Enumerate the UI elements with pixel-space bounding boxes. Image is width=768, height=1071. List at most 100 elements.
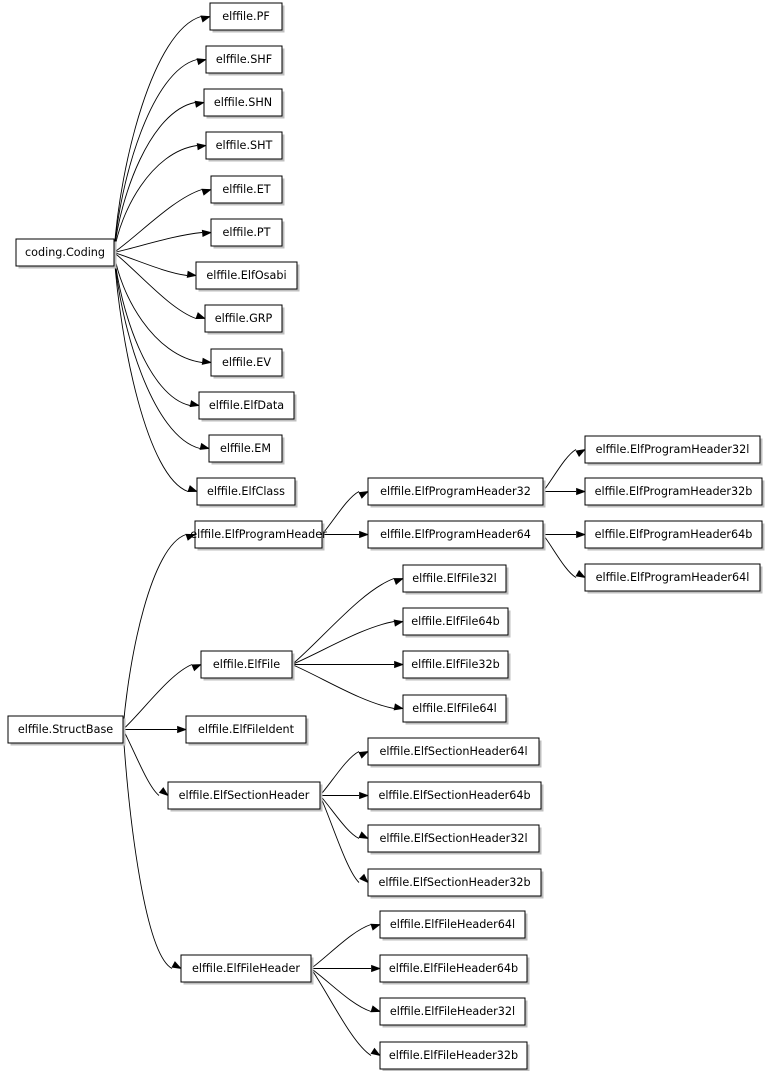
node-elffile-grp[interactable]: elffile.GRP [204, 304, 285, 335]
node-elffile-elf-file-header64l[interactable]: elffile.ElfFileHeader64l [379, 910, 528, 941]
node-elffile-elf-osabi[interactable]: elffile.ElfOsabi [195, 261, 300, 292]
node-elffile-et[interactable]: elffile.ET [210, 175, 285, 206]
node-rect[interactable] [205, 45, 283, 74]
node-elffile-elf-file64l[interactable]: elffile.ElfFile64l [402, 694, 509, 725]
node-rect[interactable] [379, 954, 528, 983]
node-elffile-elf-section-header32l[interactable]: elffile.ElfSectionHeader32l [367, 824, 542, 855]
node-coding-coding[interactable]: coding.Coding [15, 238, 117, 269]
node-rect[interactable] [210, 348, 283, 377]
node-label: elffile.ElfProgramHeader64b [595, 528, 753, 541]
node-elffile-elf-file-ident[interactable]: elffile.ElfFileIdent [185, 715, 309, 746]
node-elffile-elf-class[interactable]: elffile.ElfClass [196, 477, 298, 508]
node-rect[interactable] [185, 715, 307, 744]
node-elffile-elf-program-header32[interactable]: elffile.ElfProgramHeader32 [367, 477, 546, 508]
node-rect[interactable] [198, 391, 295, 420]
node-label: elffile.ElfProgramHeader64l [596, 571, 750, 584]
node-rect[interactable] [379, 1041, 528, 1070]
edge-line [321, 491, 360, 535]
node-elffile-elf-program-header64[interactable]: elffile.ElfProgramHeader64 [367, 520, 546, 551]
edge-elffile-struct-base-to-elffile-elf-file [122, 664, 202, 730]
node-label: elffile.ElfFileHeader64b [389, 962, 518, 975]
node-elffile-elf-file32l[interactable]: elffile.ElfFile32l [402, 564, 509, 595]
edge-line [122, 729, 173, 969]
edge-arrowhead [177, 725, 188, 734]
node-rect[interactable] [584, 477, 763, 506]
node-elffile-elf-file-header32b[interactable]: elffile.ElfFileHeader32b [379, 1041, 530, 1071]
node-elffile-elf-section-header64l[interactable]: elffile.ElfSectionHeader64l [367, 737, 542, 768]
node-rect[interactable] [584, 435, 761, 464]
node-rect[interactable] [203, 88, 283, 117]
node-rect[interactable] [194, 520, 323, 549]
node-elffile-elf-file32b[interactable]: elffile.ElfFile32b [402, 650, 511, 681]
node-elffile-elf-file[interactable]: elffile.ElfFile [200, 650, 295, 681]
node-rect[interactable] [367, 824, 540, 853]
node-elffile-pt[interactable]: elffile.PT [210, 218, 285, 249]
node-elffile-elf-program-header32l[interactable]: elffile.ElfProgramHeader32l [584, 435, 763, 466]
node-elffile-em[interactable]: elffile.EM [208, 434, 285, 465]
node-rect[interactable] [167, 781, 321, 810]
node-elffile-elf-file64b[interactable]: elffile.ElfFile64b [402, 607, 511, 638]
node-rect[interactable] [180, 954, 312, 983]
node-rect[interactable] [208, 434, 283, 463]
node-label: elffile.ElfClass [207, 485, 285, 498]
edge-elffile-elf-program-header-to-elffile-elf-program-header32 [321, 491, 369, 535]
edge-line [113, 252, 203, 363]
node-rect[interactable] [196, 477, 296, 506]
node-rect[interactable] [379, 910, 526, 939]
node-rect[interactable] [7, 715, 124, 744]
node-elffile-elf-section-header[interactable]: elffile.ElfSectionHeader [167, 781, 323, 812]
node-rect[interactable] [195, 261, 298, 290]
node-rect[interactable] [402, 564, 507, 593]
node-elffile-elf-file-header64b[interactable]: elffile.ElfFileHeader64b [379, 954, 530, 985]
node-elffile-shn[interactable]: elffile.SHN [203, 88, 285, 119]
edge-arrowhead [576, 487, 587, 496]
edge-coding-coding-to-elffile-grp [113, 252, 206, 319]
node-elffile-elf-file-header[interactable]: elffile.ElfFileHeader [180, 954, 314, 985]
node-rect[interactable] [210, 218, 283, 247]
node-elffile-sht[interactable]: elffile.SHT [205, 131, 285, 162]
node-rect[interactable] [209, 2, 283, 31]
node-rect[interactable] [200, 650, 293, 679]
node-rect[interactable] [15, 238, 115, 267]
node-label: elffile.ElfOsabi [206, 269, 286, 282]
node-rect[interactable] [367, 737, 540, 766]
edge-line [113, 189, 203, 253]
node-elffile-ev[interactable]: elffile.EV [210, 348, 285, 379]
node-rect[interactable] [379, 997, 526, 1026]
node-rect[interactable] [584, 520, 763, 549]
node-rect[interactable] [367, 477, 544, 506]
edge-elffile-elf-file-header-to-elffile-elf-file-header32b [310, 968, 381, 1057]
edge-elffile-elf-file-to-elffile-elf-file64b [291, 619, 405, 665]
node-rect[interactable] [584, 563, 761, 592]
node-label: elffile.ElfSectionHeader64l [379, 745, 527, 758]
node-elffile-shf[interactable]: elffile.SHF [205, 45, 285, 76]
edge-arrowhead [201, 188, 212, 196]
edge-coding-coding-to-elffile-et [113, 188, 212, 253]
node-rect[interactable] [204, 304, 283, 333]
node-rect[interactable] [210, 175, 283, 204]
node-elffile-pf[interactable]: elffile.PF [209, 2, 285, 33]
edge-arrowhead [576, 530, 587, 539]
node-rect[interactable] [402, 650, 509, 679]
node-label: elffile.ElfSectionHeader32b [378, 876, 530, 889]
node-elffile-elf-program-header64l[interactable]: elffile.ElfProgramHeader64l [584, 563, 763, 594]
node-rect[interactable] [367, 520, 544, 549]
node-rect[interactable] [367, 781, 542, 810]
edge-line [319, 795, 360, 883]
node-rect[interactable] [402, 607, 509, 636]
edge-elffile-struct-base-to-elffile-elf-file-header [122, 729, 182, 969]
node-elffile-elf-data[interactable]: elffile.ElfData [198, 391, 297, 422]
node-elffile-elf-program-header32b[interactable]: elffile.ElfProgramHeader32b [584, 477, 765, 508]
node-rect[interactable] [367, 868, 542, 897]
edge-coding-coding-to-elffile-sht [113, 143, 208, 253]
node-elffile-elf-section-header64b[interactable]: elffile.ElfSectionHeader64b [367, 781, 544, 812]
edge-elffile-elf-section-header-to-elffile-elf-section-header64l [319, 751, 369, 796]
node-elffile-struct-base[interactable]: elffile.StructBase [7, 715, 126, 746]
node-rect[interactable] [402, 694, 507, 723]
node-elffile-elf-file-header32l[interactable]: elffile.ElfFileHeader32l [379, 997, 528, 1028]
node-elffile-elf-section-header32b[interactable]: elffile.ElfSectionHeader32b [367, 868, 544, 899]
node-elffile-elf-program-header64b[interactable]: elffile.ElfProgramHeader64b [584, 520, 765, 551]
node-rect[interactable] [205, 131, 283, 160]
node-elffile-elf-program-header[interactable]: elffile.ElfProgramHeader [190, 520, 327, 551]
